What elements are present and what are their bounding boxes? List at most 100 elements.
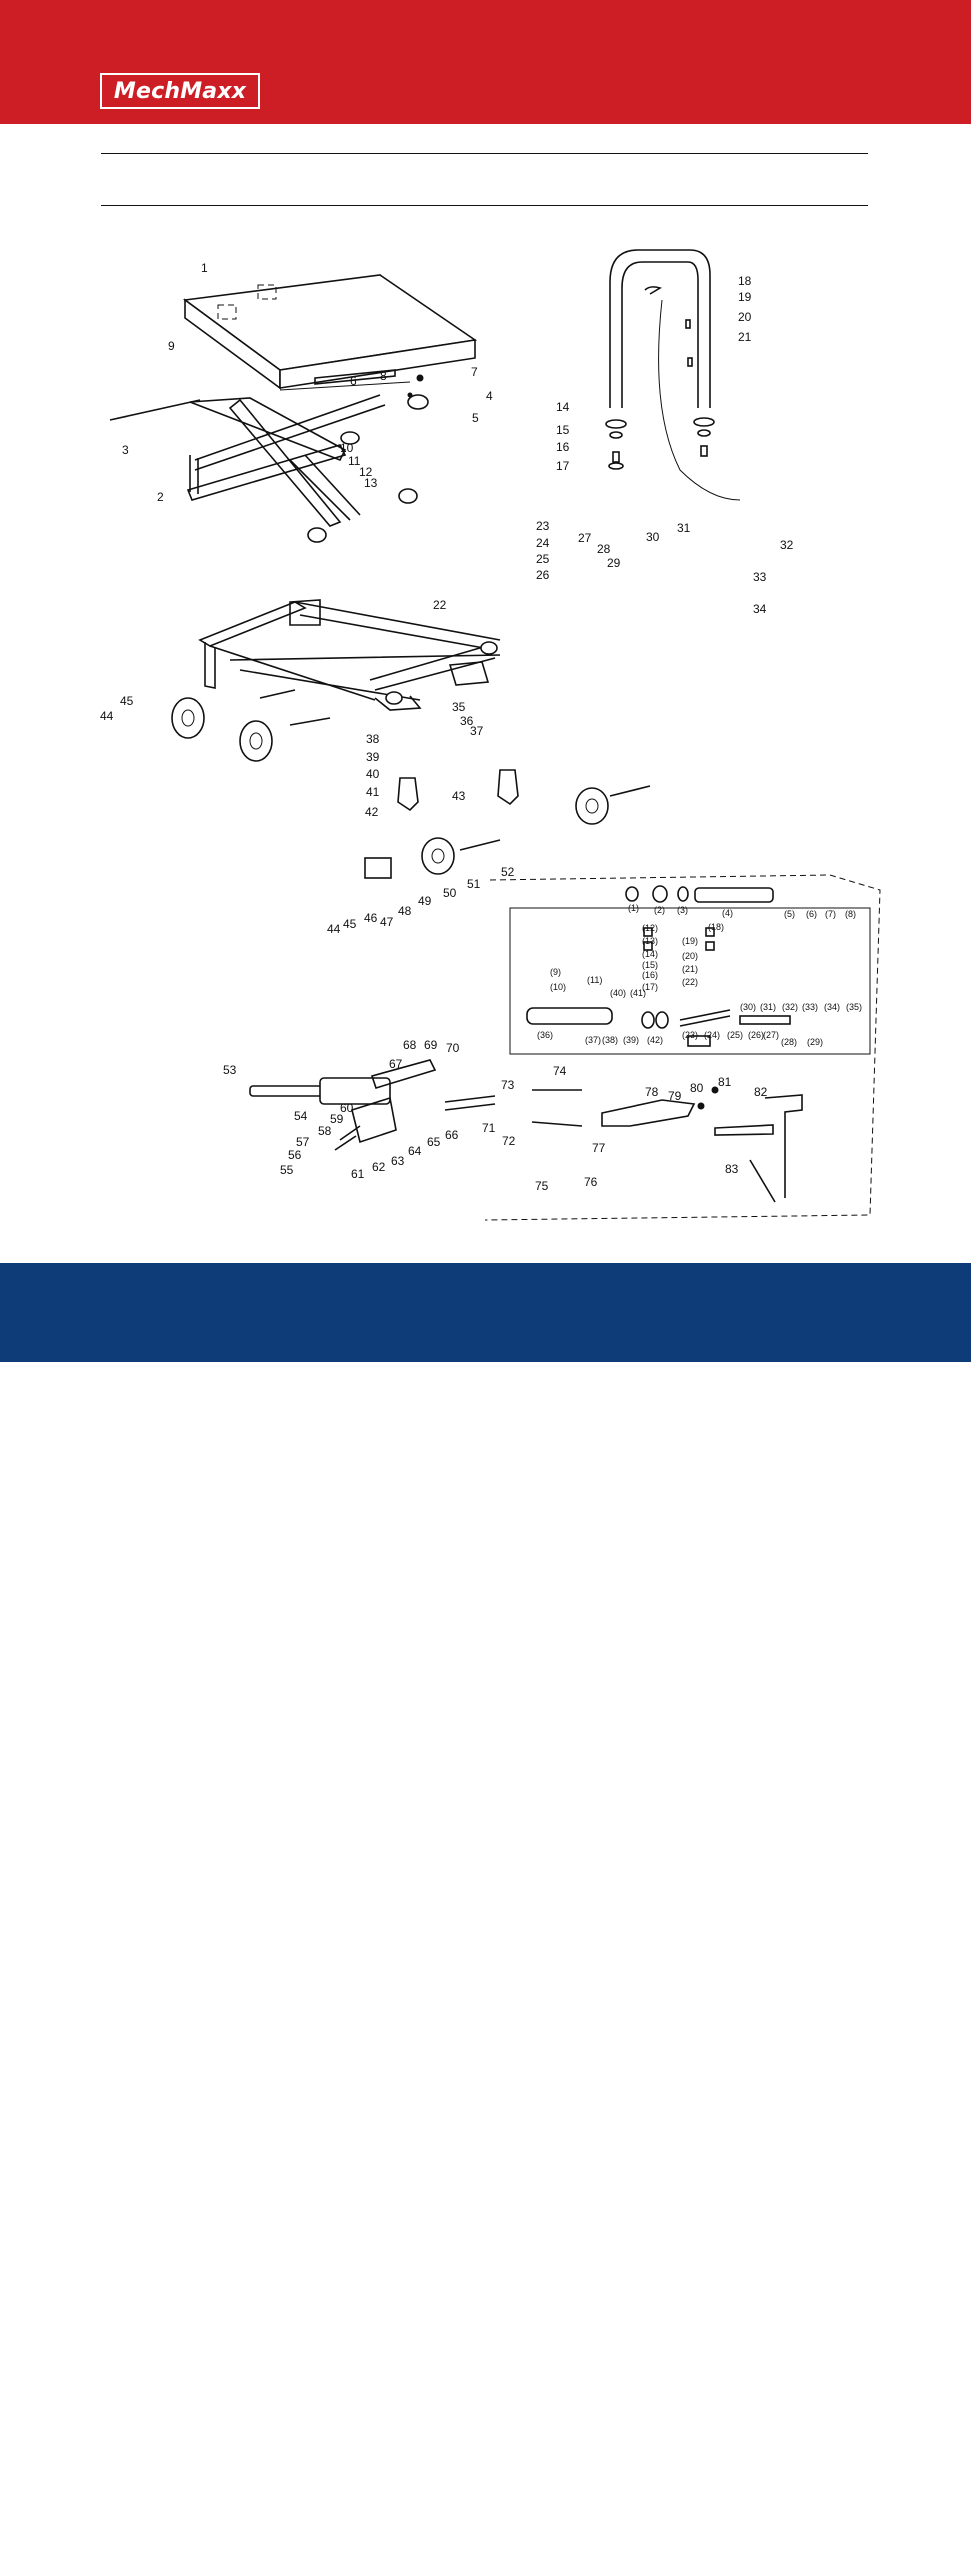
part-label-79: 79 bbox=[668, 1089, 682, 1103]
pump-part-label-16: (16) bbox=[642, 970, 658, 980]
part-label-53: 53 bbox=[223, 1063, 237, 1077]
pump-part-label-28: (28) bbox=[781, 1037, 797, 1047]
part-label-78: 78 bbox=[645, 1085, 659, 1099]
part-label-42: 42 bbox=[365, 805, 379, 819]
part-label-23: 23 bbox=[536, 519, 550, 533]
part-label-21: 21 bbox=[738, 330, 752, 344]
pump-part-label-32: (32) bbox=[782, 1002, 798, 1012]
part-label-16: 16 bbox=[556, 440, 570, 454]
page-number-frame bbox=[779, 2540, 847, 2560]
part-label-19: 19 bbox=[738, 290, 752, 304]
pump-assembly-drawing bbox=[249, 874, 881, 1221]
part-number-labels: 1234567891011121314151617181920212223242… bbox=[100, 261, 862, 1193]
part-label-68: 68 bbox=[403, 1038, 417, 1052]
pump-part-label-31: (31) bbox=[760, 1002, 776, 1012]
pump-part-label-7: (7) bbox=[825, 909, 836, 919]
pump-part-label-26: (26) bbox=[748, 1030, 764, 1040]
part-label-7: 7 bbox=[471, 365, 478, 379]
part-label-3: 3 bbox=[122, 443, 129, 457]
pump-part-label-38: (38) bbox=[602, 1035, 618, 1045]
pump-part-label-12: (12) bbox=[642, 923, 658, 933]
header-band: MechMaxx bbox=[0, 0, 971, 124]
part-label-30: 30 bbox=[646, 530, 660, 544]
part-label-51: 51 bbox=[467, 877, 481, 891]
part-label-59: 59 bbox=[330, 1112, 344, 1126]
part-label-43: 43 bbox=[452, 789, 466, 803]
part-label-52: 52 bbox=[501, 865, 515, 879]
part-label-28: 28 bbox=[597, 542, 611, 556]
base-frame-drawing bbox=[198, 599, 501, 711]
part-label-6: 6 bbox=[350, 374, 357, 388]
pump-part-label-10: (10) bbox=[550, 982, 566, 992]
caster-wheels-drawing bbox=[171, 689, 651, 879]
pump-part-label-4: (4) bbox=[722, 908, 733, 918]
part-label-1: 1 bbox=[201, 261, 208, 275]
part-label-49: 49 bbox=[418, 894, 432, 908]
footer-band bbox=[0, 1263, 971, 2560]
part-label-81: 81 bbox=[718, 1075, 732, 1089]
table-top-drawing bbox=[182, 274, 478, 390]
part-label-57: 57 bbox=[296, 1135, 310, 1149]
pump-part-label-9: (9) bbox=[550, 967, 561, 977]
top-rule bbox=[101, 153, 868, 154]
part-label-9: 9 bbox=[168, 339, 175, 353]
pump-part-label-20: (20) bbox=[682, 951, 698, 961]
part-label-36: 36 bbox=[460, 714, 474, 728]
pump-part-label-18: (18) bbox=[708, 922, 724, 932]
brand-logo: MechMaxx bbox=[100, 73, 260, 109]
part-label-69: 69 bbox=[424, 1038, 438, 1052]
pump-part-label-36: (36) bbox=[537, 1030, 553, 1040]
pump-part-label-40: (40) bbox=[610, 988, 626, 998]
pump-part-label-5: (5) bbox=[784, 909, 795, 919]
part-label-33: 33 bbox=[753, 570, 767, 584]
part-label-61: 61 bbox=[351, 1167, 365, 1181]
pump-part-label-19: (19) bbox=[682, 936, 698, 946]
diagram-svg: 1234567891011121314151617181920212223242… bbox=[100, 249, 881, 1221]
part-label-48: 48 bbox=[398, 904, 412, 918]
lower-parts-drawing bbox=[444, 1086, 803, 1203]
handle-drawing bbox=[605, 249, 741, 501]
part-label-24: 24 bbox=[536, 536, 550, 550]
pump-part-label-27: (27) bbox=[763, 1030, 779, 1040]
part-label-45-alt: 45 bbox=[120, 694, 134, 708]
part-label-29: 29 bbox=[607, 556, 621, 570]
page-number-box bbox=[850, 2541, 868, 2559]
part-label-65: 65 bbox=[427, 1135, 441, 1149]
part-label-70: 70 bbox=[446, 1041, 460, 1055]
part-label-14: 14 bbox=[556, 400, 570, 414]
pump-part-label-30: (30) bbox=[740, 1002, 756, 1012]
pump-part-label-23: (23) bbox=[682, 1030, 698, 1040]
scissor-frame-drawing bbox=[109, 369, 429, 543]
pump-part-label-42: (42) bbox=[647, 1035, 663, 1045]
part-label-76: 76 bbox=[584, 1175, 598, 1189]
part-label-25: 25 bbox=[536, 552, 550, 566]
pump-part-label-25: (25) bbox=[727, 1030, 743, 1040]
part-label-15: 15 bbox=[556, 423, 570, 437]
part-label-17: 17 bbox=[556, 459, 570, 473]
pump-part-label-39: (39) bbox=[623, 1035, 639, 1045]
part-label-72: 72 bbox=[502, 1134, 516, 1148]
part-label-34: 34 bbox=[753, 602, 767, 616]
part-label-45: 45 bbox=[343, 917, 357, 931]
part-label-38: 38 bbox=[366, 732, 380, 746]
part-label-39: 39 bbox=[366, 750, 380, 764]
part-label-44-alt: 44 bbox=[100, 709, 114, 723]
pump-part-label-21: (21) bbox=[682, 964, 698, 974]
part-label-64: 64 bbox=[408, 1144, 422, 1158]
pump-part-label-24: (24) bbox=[704, 1030, 720, 1040]
pump-part-label-2: (2) bbox=[654, 905, 665, 915]
part-label-47: 47 bbox=[380, 915, 394, 929]
pump-part-label-22: (22) bbox=[682, 977, 698, 987]
part-label-27: 27 bbox=[578, 531, 592, 545]
pump-part-label-34: (34) bbox=[824, 1002, 840, 1012]
part-label-63: 63 bbox=[391, 1154, 405, 1168]
part-label-80: 80 bbox=[690, 1081, 704, 1095]
pump-part-label-3: (3) bbox=[677, 905, 688, 915]
part-label-73: 73 bbox=[501, 1078, 515, 1092]
part-label-31: 31 bbox=[677, 521, 691, 535]
part-label-32: 32 bbox=[780, 538, 794, 552]
part-label-41: 41 bbox=[366, 785, 380, 799]
part-label-12: 12 bbox=[359, 465, 373, 479]
part-label-18: 18 bbox=[738, 274, 752, 288]
part-label-77: 77 bbox=[592, 1141, 606, 1155]
